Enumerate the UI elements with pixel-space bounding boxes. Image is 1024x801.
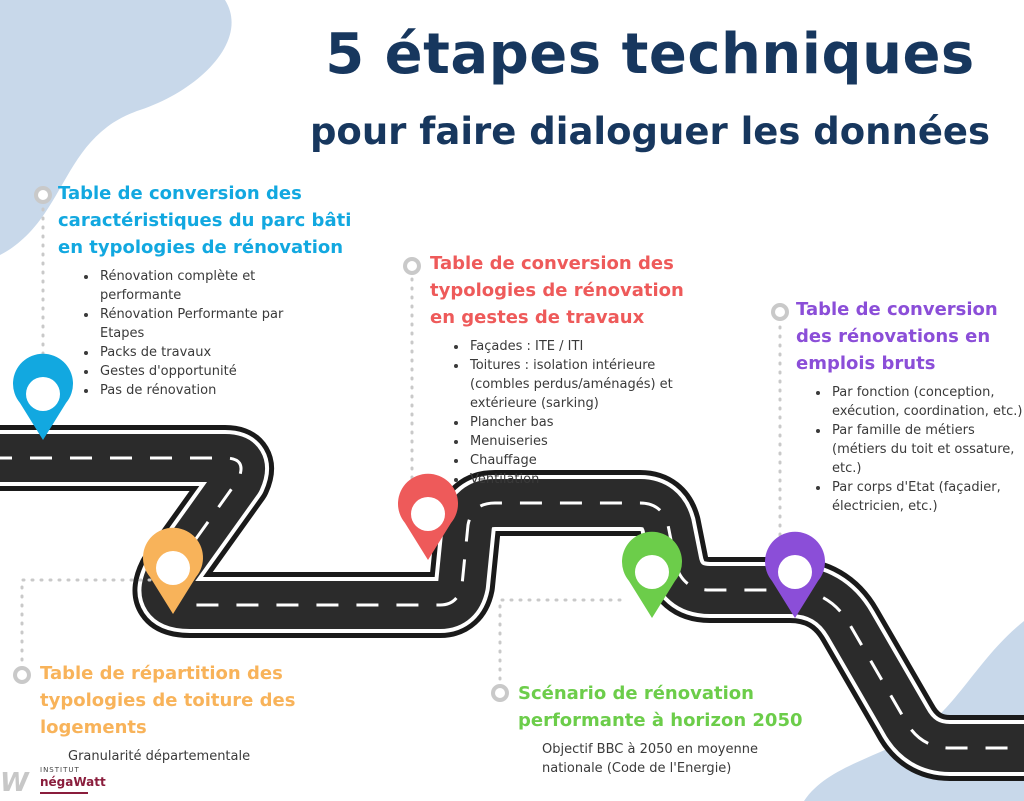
step-2: Table de répartition des typologies de t…	[40, 660, 330, 766]
list-item: Plancher bas	[468, 413, 708, 432]
pin-step-2	[143, 527, 203, 614]
list-item: Rénovation complète et performante	[98, 267, 318, 305]
step-4-description: Objectif BBC à 2050 en moyenne nationale…	[542, 742, 758, 776]
list-item: Ventilation	[468, 470, 708, 489]
list-item: Chauffage	[468, 451, 708, 470]
step-2-title: Table de répartition des typologies de t…	[40, 663, 296, 738]
negawatt-logo: W INSTITUT négaWatt	[0, 764, 120, 801]
step-3-list: Façades : ITE / ITI Toitures : isolation…	[452, 337, 708, 489]
step-2-description: Granularité départementale	[68, 749, 251, 764]
background-blob-top-left	[0, 0, 232, 255]
list-item: Packs de travaux	[98, 343, 318, 362]
step-1: Table de conversion des caractéristiques…	[58, 180, 378, 400]
list-item: Menuiseries	[468, 432, 708, 451]
page-title: 5 étapes techniques	[325, 22, 975, 87]
list-item: Rénovation Performante par Etapes	[98, 305, 318, 343]
list-item: Par fonction (conception, exécution, coo…	[830, 383, 1024, 421]
step-5-list: Par fonction (conception, exécution, coo…	[814, 383, 1024, 516]
list-item: Pas de rénovation	[98, 381, 318, 400]
list-item: Toitures : isolation intérieure (combles…	[468, 356, 708, 413]
list-item: Façades : ITE / ITI	[468, 337, 708, 356]
connector-end-circles	[13, 186, 789, 702]
list-item: Par corps d'Etat (façadier, électricien,…	[830, 478, 1024, 516]
step-1-list: Rénovation complète et performante Rénov…	[82, 267, 318, 400]
step-4-title: Scénario de rénovation performante à hor…	[518, 683, 803, 731]
list-item: Par famille de métiers (métiers du toit …	[830, 421, 1024, 478]
logo-name: négaWatt	[40, 775, 106, 789]
logo-underline	[40, 792, 88, 794]
step-3-title: Table de conversion des typologies de ré…	[430, 253, 684, 328]
list-item: Gestes d'opportunité	[98, 362, 318, 381]
logo-institut: INSTITUT	[40, 766, 80, 774]
pin-step-3	[398, 473, 458, 560]
dotted-connectors	[20, 198, 782, 687]
step-3: Table de conversion des typologies de ré…	[430, 250, 710, 489]
pin-step-5	[765, 531, 825, 618]
page-subtitle: pour faire dialoguer les données	[309, 110, 991, 153]
step-5-title: Table de conversion des rénovations en e…	[796, 299, 998, 374]
pin-step-1	[13, 353, 74, 440]
pin-step-4	[622, 531, 682, 618]
step-4: Scénario de rénovation performante à hor…	[518, 680, 828, 778]
step-5: Table de conversion des rénovations en e…	[796, 296, 1022, 516]
logo-mark: W	[0, 768, 29, 798]
step-1-title: Table de conversion des caractéristiques…	[58, 183, 352, 258]
